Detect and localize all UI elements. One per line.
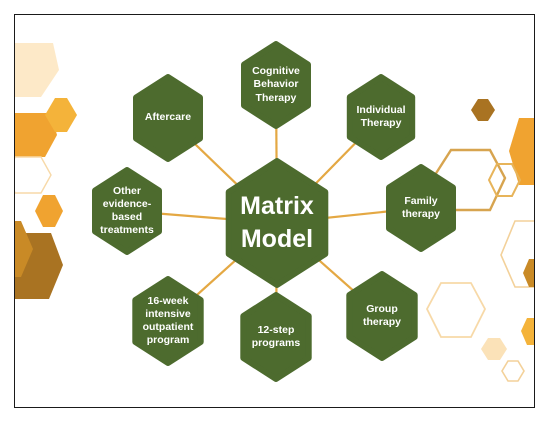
decor-hex xyxy=(487,163,522,197)
decor-hex xyxy=(500,220,534,288)
diagram-canvas xyxy=(15,41,534,382)
center-hex-matrix-model xyxy=(225,158,329,288)
decor-hex xyxy=(15,113,57,157)
node-hexagons xyxy=(92,41,456,382)
decor-hex xyxy=(15,43,59,97)
decor-hex xyxy=(35,195,63,227)
decor-hex xyxy=(501,360,525,382)
node-hex-aftercare xyxy=(133,74,203,162)
node-hex-16-week-program xyxy=(132,276,204,366)
decor-hex xyxy=(425,282,487,338)
diagram-frame: Matrix Model Cognitive Behavior Therapy … xyxy=(14,14,535,408)
decor-right xyxy=(425,99,534,382)
node-hex-other-evidence-based xyxy=(92,167,162,255)
node-hex-group-therapy xyxy=(346,271,418,361)
node-hex-cognitive-behavior-therapy xyxy=(241,41,311,129)
decor-hex xyxy=(509,118,534,185)
decor-hex xyxy=(523,259,534,287)
node-hex-individual-therapy xyxy=(346,74,416,160)
decor-hex xyxy=(471,99,495,121)
decor-hex xyxy=(481,338,507,360)
node-hex-12-step-programs xyxy=(240,292,312,382)
decor-hex xyxy=(15,156,52,194)
decor-hex xyxy=(521,318,534,345)
decor-hex xyxy=(45,98,77,132)
node-hex-family-therapy xyxy=(386,164,456,252)
decor-left xyxy=(15,43,77,299)
decor-hex xyxy=(15,221,33,277)
